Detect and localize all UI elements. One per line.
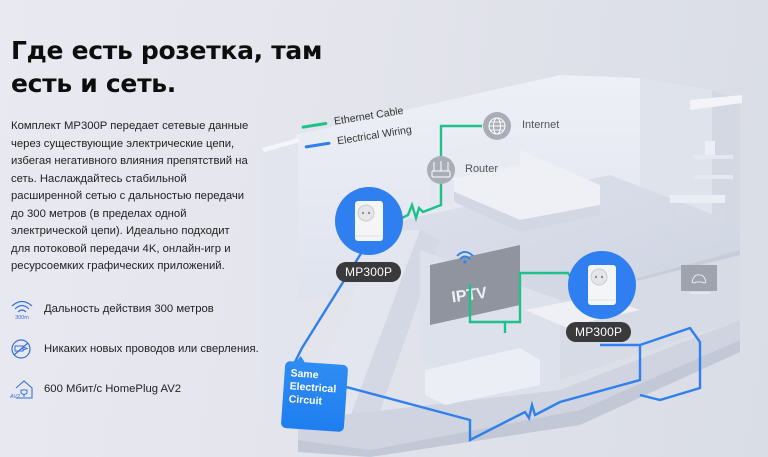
lower-floor [298, 320, 740, 450]
device-tag-2: MP300P [566, 322, 632, 342]
same-circuit-callout: Same Electrical Circuit [280, 360, 349, 433]
device-tag-1: MP300P [336, 262, 402, 282]
desk-illustration [670, 141, 733, 228]
wifi-icon [456, 251, 474, 264]
product-description: Комплект MP300P передает сетевые данные … [11, 120, 249, 272]
feature-label: Никаких новых проводов или сверления. [44, 342, 259, 355]
mp300p-device-1 [335, 187, 403, 255]
page-title: Где есть розетка, там есть и сеть. [11, 34, 331, 100]
bed-illustration [430, 135, 600, 232]
mp300p-device-2 [568, 251, 636, 319]
game-console-screen [681, 265, 717, 294]
internet-node [483, 112, 511, 140]
svg-text:AV2: AV2 [9, 394, 20, 400]
router-node [427, 156, 455, 184]
title-line-1: Где есть розетка, там [11, 36, 323, 65]
left-wall [262, 138, 298, 420]
wiring-swatch [304, 141, 331, 149]
router-label: Router [465, 163, 499, 175]
internet-label: Internet [522, 119, 560, 131]
iptv-screen [430, 245, 520, 325]
title-line-2: есть и сеть. [11, 69, 176, 98]
ethernet-swatch [301, 121, 328, 129]
homeplug-av2-icon: AV2 [9, 379, 33, 400]
feature-item: Никаких новых проводов или сверления. [9, 338, 269, 359]
svg-text:300m: 300m [15, 315, 29, 320]
feature-item: 300m Дальность действия 300 метров [9, 298, 269, 320]
no-drilling-icon [11, 338, 31, 359]
wifi-range-icon: 300m [11, 300, 33, 320]
sofa-illustration [425, 348, 540, 405]
feature-item: AV2 600 Мбит/с HomePlug AV2 [9, 378, 269, 400]
feature-label: 600 Мбит/с HomePlug AV2 [44, 382, 182, 395]
feature-label: Дальность действия 300 метров [44, 302, 214, 315]
feature-list: 300m Дальность действия 300 метров Никак… [9, 298, 269, 418]
